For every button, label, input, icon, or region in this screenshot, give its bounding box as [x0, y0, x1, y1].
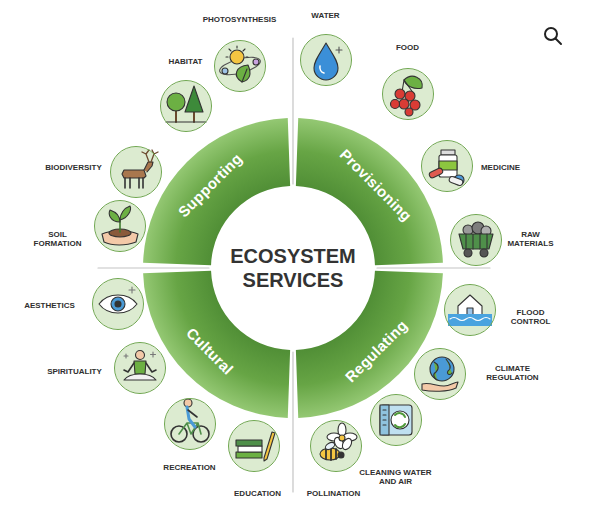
- biodiversity-icon: [122, 150, 158, 188]
- service-label: SPIRITUALITY: [47, 367, 102, 377]
- habitat-icon: [166, 86, 206, 122]
- photosynthesis-icon: [218, 46, 262, 82]
- service-icon-circle: PHOTOSYNTHESIS: [214, 40, 266, 92]
- pollination-icon: [320, 423, 357, 460]
- flood-control-icon: [448, 295, 492, 326]
- service-icon-circle: POLLINATION: [310, 420, 362, 472]
- service-label: CLIMATE REGULATION: [481, 364, 545, 383]
- icon-discs: [93, 35, 501, 471]
- aesthetics-icon: [99, 287, 137, 313]
- wedge-outline: [143, 118, 290, 265]
- service-label: BIODIVERSITY: [45, 163, 101, 173]
- service-icon-circle: SOIL FORMATION: [94, 200, 146, 252]
- service-label: CLEANING WATER AND AIR: [359, 468, 433, 487]
- service-icon-circle: HABITAT: [160, 80, 212, 132]
- service-icon-circle: AESTHETICS: [92, 278, 144, 330]
- divider-lines: [98, 38, 490, 492]
- soil-formation-icon: [102, 206, 138, 245]
- service-icon-circle: FOOD: [382, 68, 434, 120]
- cleaning-icon: [380, 405, 412, 435]
- service-icon-circle: SPIRITUALITY: [114, 342, 166, 394]
- wedge-outline: [296, 118, 443, 265]
- search-icon: [545, 28, 561, 44]
- water-icon: [314, 43, 342, 80]
- service-icon-circle: MEDICINE: [421, 140, 473, 192]
- service-label: RAW MATERIALS: [504, 230, 558, 249]
- service-icon-circle: RECREATION: [164, 398, 216, 450]
- service-icon-circle: WATER: [300, 34, 352, 86]
- service-label: WATER: [311, 11, 339, 21]
- spirituality-icon: [124, 351, 156, 381]
- service-icon-circle: CLIMATE REGULATION: [414, 348, 466, 400]
- service-label: EDUCATION: [234, 489, 281, 499]
- wedge-outline: [296, 271, 443, 418]
- service-label: FOOD: [396, 43, 419, 53]
- service-icon-circle: RAW MATERIALS: [450, 214, 502, 266]
- climate-regulation-icon: [422, 357, 458, 391]
- service-label: PHOTOSYNTHESIS: [203, 15, 277, 25]
- icons: [99, 43, 493, 461]
- service-label: MEDICINE: [481, 163, 520, 173]
- service-icon-circle: FLOOD CONTROL: [444, 284, 496, 336]
- wedge-outline: [143, 271, 290, 418]
- service-icon-circle: EDUCATION: [228, 420, 280, 472]
- food-icon: [391, 76, 423, 116]
- service-label: POLLINATION: [307, 489, 361, 499]
- service-icon-circle: CLEANING WATER AND AIR: [370, 394, 422, 446]
- service-label: RECREATION: [163, 463, 215, 473]
- raw-materials-icon: [459, 222, 493, 257]
- education-icon: [236, 432, 275, 461]
- service-label: FLOOD CONTROL: [508, 308, 554, 327]
- service-label: AESTHETICS: [24, 301, 75, 311]
- service-label: HABITAT: [169, 57, 203, 67]
- service-icon-circle: BIODIVERSITY: [110, 146, 162, 198]
- diagram-title: ECOSYSTEM SERVICES: [218, 244, 368, 292]
- recreation-icon: [171, 399, 209, 442]
- service-label: SOIL FORMATION: [31, 230, 85, 249]
- medicine-icon: [428, 150, 464, 186]
